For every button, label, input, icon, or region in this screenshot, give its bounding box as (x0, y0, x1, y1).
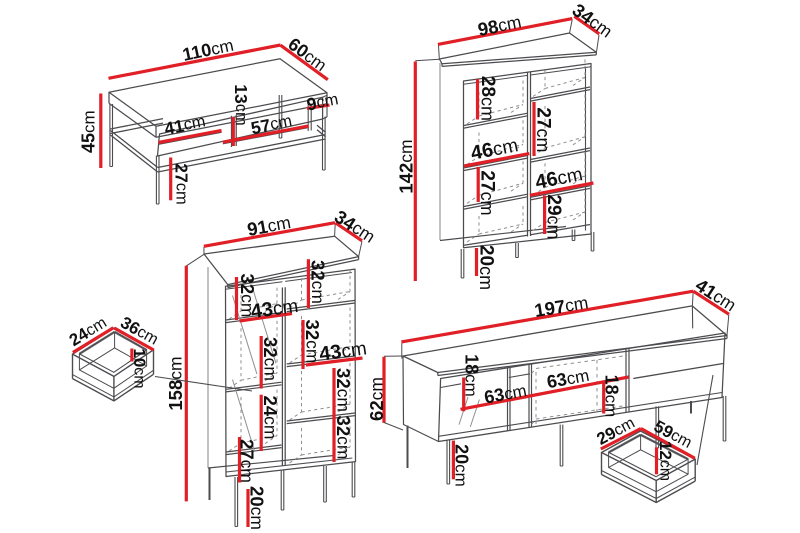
svg-text:18cm: 18cm (601, 375, 621, 418)
svg-text:142cm: 142cm (396, 139, 417, 193)
svg-text:24cm: 24cm (260, 396, 281, 440)
svg-text:43cm: 43cm (249, 295, 299, 323)
svg-text:20cm: 20cm (452, 444, 472, 487)
svg-text:9cm: 9cm (305, 89, 340, 114)
svg-text:32cm: 32cm (302, 320, 323, 364)
svg-text:27cm: 27cm (477, 170, 498, 215)
svg-text:10cm: 10cm (130, 348, 149, 388)
svg-text:27cm: 27cm (236, 439, 257, 483)
svg-text:45cm: 45cm (79, 110, 99, 153)
svg-text:27cm: 27cm (171, 163, 191, 204)
svg-text:12cm: 12cm (656, 441, 675, 481)
svg-text:29cm: 29cm (543, 194, 564, 239)
svg-text:32cm: 32cm (307, 260, 328, 304)
svg-text:28cm: 28cm (477, 76, 498, 121)
svg-text:62cm: 62cm (366, 377, 387, 421)
svg-text:27cm: 27cm (532, 107, 553, 152)
svg-text:13cm: 13cm (231, 84, 251, 125)
svg-text:32cm: 32cm (333, 416, 354, 460)
svg-text:20cm: 20cm (246, 486, 267, 530)
svg-text:18cm: 18cm (461, 354, 481, 397)
svg-text:32cm: 32cm (333, 368, 354, 412)
svg-text:158cm: 158cm (165, 356, 186, 410)
svg-text:20cm: 20cm (476, 245, 497, 290)
svg-text:32cm: 32cm (237, 274, 258, 318)
svg-text:32cm: 32cm (260, 337, 281, 381)
